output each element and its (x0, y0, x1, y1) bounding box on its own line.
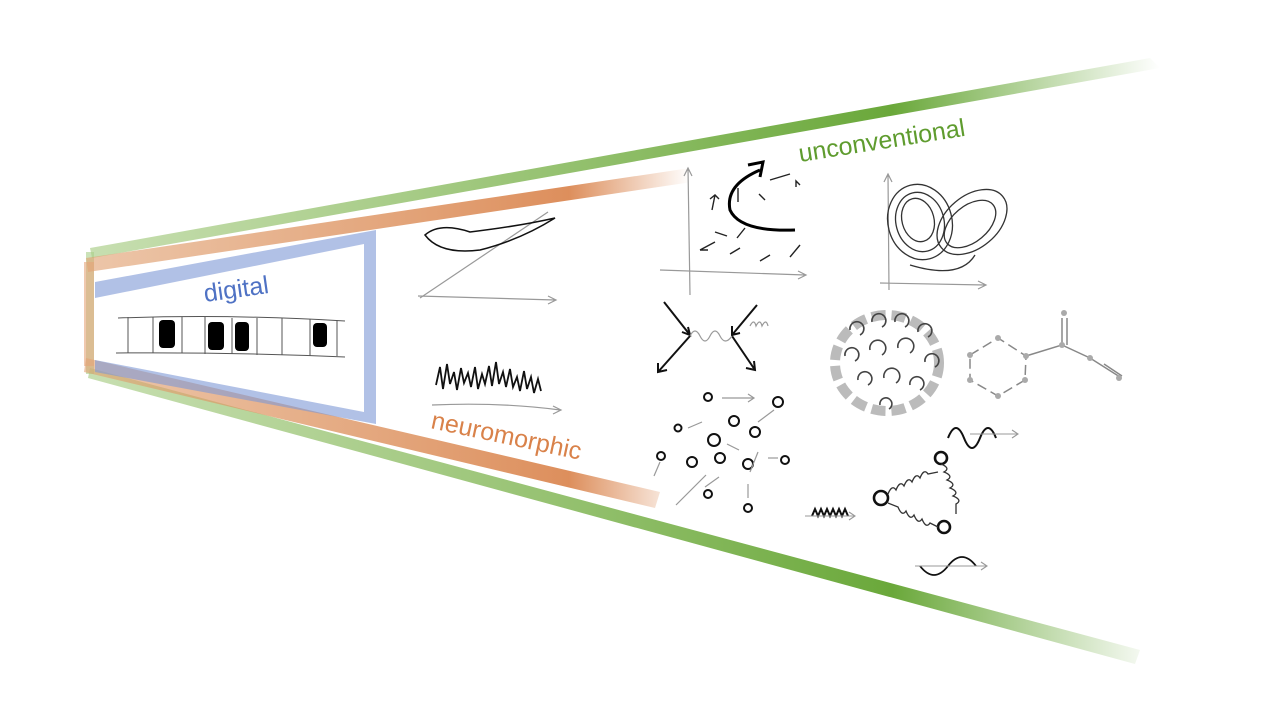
lorenz-attractor-sketch (879, 172, 1008, 291)
digital-label: digital (202, 271, 271, 308)
spring-network-sketch (805, 427, 1019, 576)
turbulence-sketch (830, 310, 944, 416)
feynman-diagram-sketch (657, 301, 769, 374)
molecule-sketch (967, 310, 1123, 399)
digital-box (95, 230, 376, 424)
particle-gas-sketch (653, 392, 790, 513)
unconventional-funnel (86, 58, 1160, 664)
vector-field-sketch (659, 160, 808, 296)
analog-curve-sketch (417, 211, 558, 305)
spike-train-sketch (431, 361, 563, 415)
turing-tape-sketch (115, 316, 346, 358)
